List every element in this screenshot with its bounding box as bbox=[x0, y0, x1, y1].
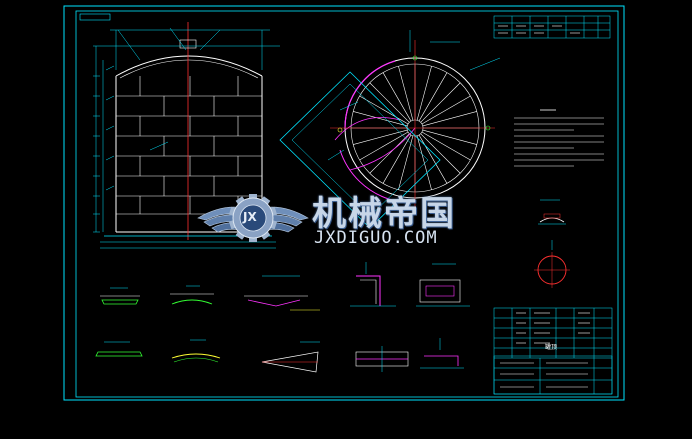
roof-rafter bbox=[359, 131, 409, 161]
roof-rafter bbox=[418, 72, 448, 122]
roof-rafter bbox=[369, 82, 410, 123]
roof-rafter bbox=[353, 111, 408, 127]
top-right-table bbox=[493, 15, 611, 39]
roof-rafter bbox=[353, 129, 408, 145]
drawing-outer-border bbox=[63, 5, 625, 401]
watermark-logo-letters: JX bbox=[243, 210, 257, 224]
roof-rafter bbox=[420, 133, 461, 174]
roof-rafter bbox=[369, 133, 410, 174]
roof-rafter bbox=[422, 111, 477, 127]
roof-rafter bbox=[398, 66, 414, 121]
section-details bbox=[95, 262, 470, 373]
roof-rafter bbox=[422, 129, 477, 145]
roof-rafter bbox=[418, 134, 448, 184]
roof-rafter bbox=[420, 82, 461, 123]
roof-rafter bbox=[382, 72, 412, 122]
tank-elevation-view bbox=[93, 22, 280, 249]
drawing-inner-border bbox=[75, 10, 619, 398]
title-block-label: 罐顶 bbox=[545, 344, 558, 351]
watermark-chinese-text: 机械帝国 bbox=[312, 194, 456, 234]
watermark: 机械帝国 JXDIGUO.COM bbox=[196, 180, 496, 250]
title-block-secondary bbox=[493, 355, 613, 395]
roof-rafter bbox=[398, 135, 414, 190]
roof-rafter bbox=[416, 135, 432, 190]
technical-notes-block bbox=[514, 109, 604, 167]
watermark-url-text: JXDIGUO.COM bbox=[314, 228, 438, 248]
watermark-logo bbox=[197, 194, 309, 242]
tank-roof-plan-view bbox=[279, 30, 501, 229]
roof-rafter bbox=[416, 66, 432, 121]
title-block bbox=[493, 307, 613, 395]
roof-rafter bbox=[359, 95, 409, 125]
view-tag bbox=[79, 13, 111, 21]
roof-rafter bbox=[382, 134, 412, 184]
roof-rafter bbox=[421, 131, 471, 161]
roof-rafter bbox=[421, 95, 471, 125]
nozzle-detail bbox=[534, 199, 570, 288]
